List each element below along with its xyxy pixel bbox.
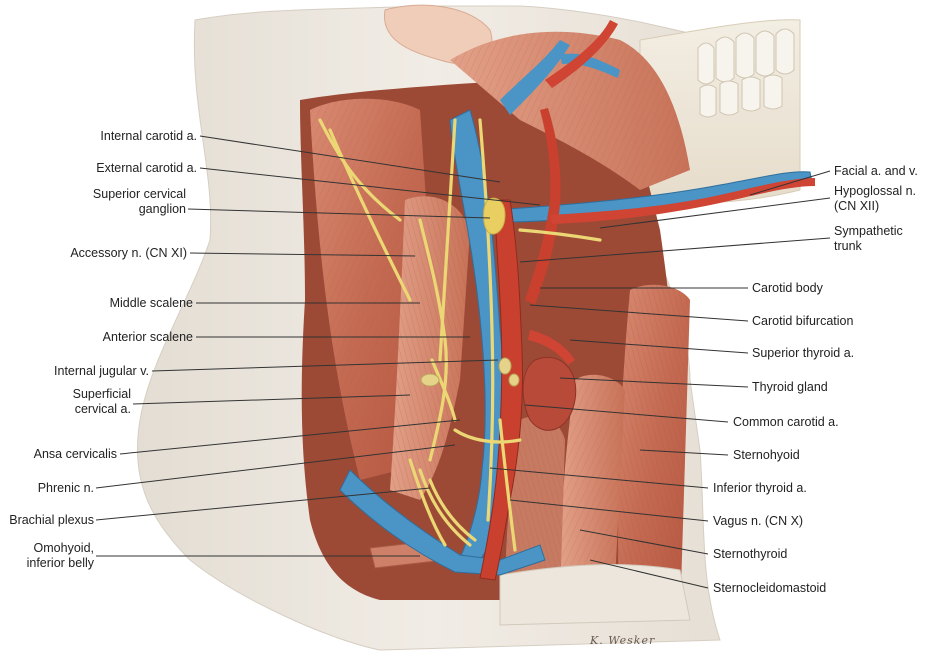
- leader-sternothyroid: [579, 529, 709, 555]
- leader-internal-jugular-v: [151, 359, 499, 372]
- label-accessory-n: Accessory n. (CN XI): [70, 246, 187, 260]
- thyroid-gland-shape: [522, 356, 577, 431]
- label-hypoglossal-n: Hypoglossal n.(CN XII): [834, 184, 916, 213]
- leader-vagus-n: [509, 499, 709, 522]
- leader-superior-thyroid-a: [569, 339, 749, 354]
- leader-external-carotid-a: [199, 167, 541, 206]
- label-omohyoid-inferior-belly: Omohyoid,inferior belly: [26, 541, 94, 570]
- leader-sternocleidomastoid: [589, 559, 709, 589]
- label-middle-scalene: Middle scalene: [109, 296, 193, 310]
- label-vagus-n: Vagus n. (CN X): [713, 514, 804, 528]
- teeth: [697, 28, 795, 118]
- label-internal-carotid-a: Internal carotid a.: [100, 129, 197, 143]
- artist-signature: K. Wesker: [590, 634, 656, 647]
- superior-cervical-ganglion-shape: [483, 197, 506, 235]
- leader-phrenic-n: [95, 444, 456, 489]
- label-superior-thyroid-a: Superior thyroid a.: [752, 346, 855, 360]
- label-phrenic-n: Phrenic n.: [37, 481, 94, 495]
- leader-hypoglossal-n: [599, 197, 831, 229]
- leader-ansa-cervicalis: [119, 419, 461, 455]
- leader-inferior-thyroid-a: [489, 467, 709, 489]
- leader-superficial-cervical-a: [132, 394, 411, 405]
- facial-artery: [550, 178, 815, 224]
- leader-brachial-plexus: [95, 487, 431, 521]
- label-common-carotid-a: Common carotid a.: [733, 415, 839, 429]
- label-ansa-cervicalis: Ansa cervicalis: [33, 447, 117, 461]
- label-carotid-bifurcation: Carotid bifurcation: [752, 314, 854, 328]
- leader-internal-carotid-a: [199, 135, 501, 183]
- leader-thyroid-gland: [559, 377, 749, 388]
- label-sternohyoid: Sternohyoid: [733, 448, 800, 462]
- label-facial-a-and-v: Facial a. and v.: [834, 164, 918, 178]
- label-sternocleidomastoid: Sternocleidomastoid: [713, 581, 827, 595]
- leader-superior-cervical-ganglion: [187, 208, 491, 219]
- lymph-nodes: [420, 357, 520, 387]
- label-external-carotid-a: External carotid a.: [96, 161, 197, 175]
- label-brachial-plexus: Brachial plexus: [9, 513, 94, 527]
- leader-accessory-n: [189, 252, 416, 257]
- leader-lines: [95, 135, 831, 589]
- leader-common-carotid-a: [524, 404, 729, 423]
- subclavian-vein: [339, 469, 546, 576]
- label-sternothyroid: Sternothyroid: [713, 547, 788, 561]
- common-carotid-artery: [479, 199, 523, 581]
- label-inferior-thyroid-a: Inferior thyroid a.: [713, 481, 807, 495]
- label-carotid-body: Carotid body: [752, 281, 823, 295]
- leader-facial-a-and-v: [749, 170, 831, 196]
- clavicle-region: [499, 564, 691, 626]
- superior-thyroid-artery: [528, 330, 575, 365]
- branch-artery-upper: [545, 20, 618, 88]
- retromandibular-vein: [500, 40, 570, 115]
- label-thyroid-gland: Thyroid gland: [752, 380, 828, 394]
- leader-sympathetic-trunk: [519, 237, 831, 263]
- label-anterior-scalene: Anterior scalene: [102, 330, 193, 344]
- leader-sternohyoid: [639, 449, 729, 456]
- external-carotid-artery: [525, 108, 561, 305]
- leader-carotid-bifurcation: [529, 304, 749, 322]
- label-internal-jugular-v: Internal jugular v.: [54, 364, 149, 378]
- nerves: [318, 118, 602, 552]
